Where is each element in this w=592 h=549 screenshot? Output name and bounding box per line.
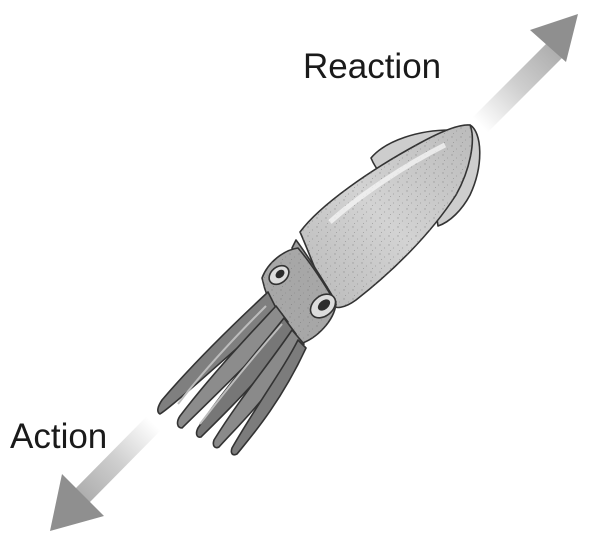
reaction-arrow <box>471 14 578 134</box>
reaction-arrow-shaft <box>471 43 562 134</box>
squid-illustration <box>158 125 480 455</box>
action-label: Action <box>10 419 107 454</box>
reaction-label: Reaction <box>303 49 441 84</box>
squid-arms <box>158 292 306 455</box>
